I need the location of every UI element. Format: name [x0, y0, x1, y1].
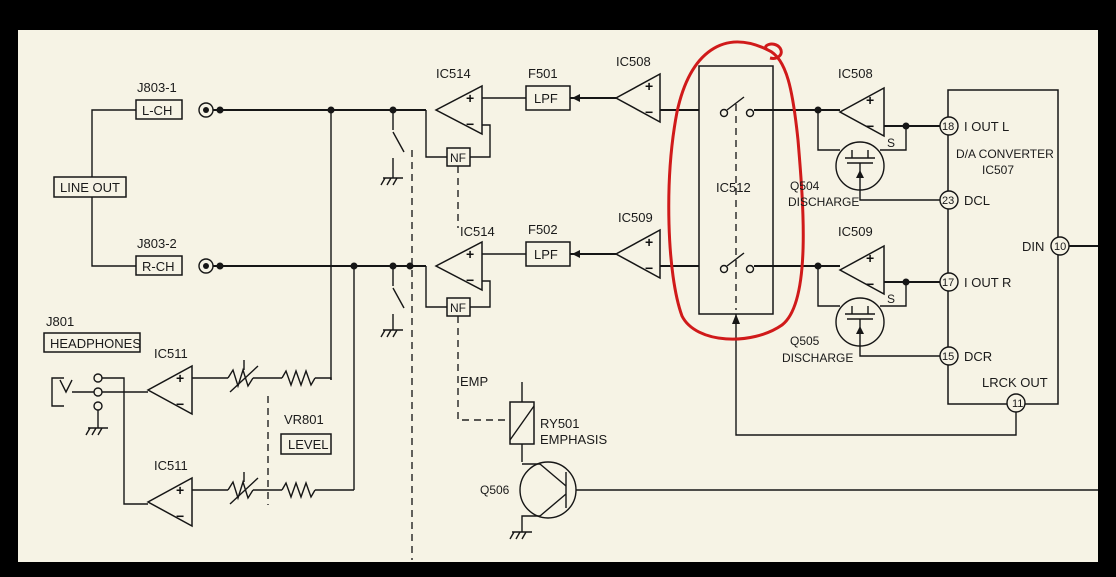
s-label-top: S: [887, 136, 895, 150]
nf-label-top: NF: [450, 151, 466, 165]
mute-switch-bottom: [380, 266, 405, 338]
ic511-top-amp: IC511 + −: [146, 346, 193, 416]
svg-text:+: +: [645, 234, 653, 250]
svg-text:+: +: [645, 78, 653, 94]
f501-lpf: F501 LPF: [525, 66, 571, 111]
ic509-right-label: IC509: [838, 224, 873, 239]
s-label-bottom: S: [887, 292, 895, 306]
svg-text:−: −: [466, 116, 474, 132]
red-highlight-circle: [667, 40, 805, 341]
f501-lpf-text: LPF: [534, 91, 558, 106]
dac-ic507: D/A CONVERTER IC507 18 I OUT L 23 DCL 17…: [939, 89, 1070, 413]
ic511-top-label: IC511: [154, 346, 188, 361]
q505-discharge-label: DISCHARGE: [782, 351, 853, 365]
ic508-right-label: IC508: [838, 66, 873, 81]
vr801-label: VR801: [284, 412, 324, 427]
dcr-label: DCR: [964, 349, 992, 364]
ic511-bottom-amp: IC511 + −: [146, 458, 193, 528]
q505-label: Q505: [790, 334, 820, 348]
f501-label: F501: [528, 66, 558, 81]
svg-text:−: −: [645, 260, 653, 276]
svg-text:17: 17: [942, 277, 954, 289]
svg-text:−: −: [866, 276, 874, 292]
emphasis-label: EMPHASIS: [540, 432, 608, 447]
ic514-bottom-label: IC514: [460, 224, 495, 239]
q504-fet: [835, 141, 885, 191]
j803-1-label: J803-1: [137, 80, 177, 95]
svg-text:+: +: [866, 92, 874, 108]
f502-label: F502: [528, 222, 558, 237]
emp-label: EMP: [460, 374, 488, 389]
r-ch-label: R-CH: [142, 259, 175, 274]
ic508-left-amp: IC508 + −: [614, 54, 661, 124]
svg-text:−: −: [176, 396, 184, 412]
ry501-relay: RY501 EMPHASIS: [509, 382, 608, 462]
svg-text:−: −: [645, 104, 653, 120]
ic514-bottom-amp: IC514 + −: [425, 224, 526, 308]
lrck-out-label: LRCK OUT: [982, 375, 1048, 390]
dcl-label: DCL: [964, 193, 990, 208]
ic509-left-label: IC509: [618, 210, 653, 225]
f502-lpf-text: LPF: [534, 247, 558, 262]
svg-text:+: +: [176, 482, 184, 498]
headphones-section: J801 HEADPHONES: [43, 314, 148, 505]
svg-text:+: +: [466, 90, 474, 106]
ic512-label: IC512: [716, 180, 751, 195]
headphones-label: HEADPHONES: [50, 336, 141, 351]
line-out-label: LINE OUT: [60, 180, 120, 195]
svg-text:23: 23: [942, 195, 954, 207]
ic509-left-amp: IC509 + −: [614, 210, 661, 280]
svg-text:−: −: [466, 272, 474, 288]
svg-text:+: +: [466, 246, 474, 262]
ic509-right-amp: IC509 + −: [838, 224, 885, 296]
ry501-label: RY501: [540, 416, 580, 431]
ic514-top-amp: IC514 + −: [425, 66, 526, 158]
line-out-box: [53, 176, 127, 198]
q506-transistor: Q506: [480, 461, 577, 540]
j801-label: J801: [46, 314, 74, 329]
svg-text:+: +: [176, 370, 184, 386]
din-label: DIN: [1022, 239, 1044, 254]
mute-switch-top: [380, 110, 405, 186]
svg-text:18: 18: [942, 121, 954, 133]
svg-text:11: 11: [1012, 398, 1023, 410]
q504-discharge-label: DISCHARGE: [788, 195, 859, 209]
nf-label-bottom: NF: [450, 301, 466, 315]
level-box: [280, 433, 332, 455]
q506-label: Q506: [480, 483, 510, 497]
q504-label: Q504: [790, 179, 820, 193]
level-label: LEVEL: [288, 437, 328, 452]
ic514-top-label: IC514: [436, 66, 471, 81]
dac-ic-label: IC507: [982, 163, 1014, 177]
j803-2-label: J803-2: [137, 236, 177, 251]
ic508-left-label: IC508: [616, 54, 651, 69]
svg-text:15: 15: [942, 351, 954, 363]
dac-title: D/A CONVERTER: [956, 147, 1054, 161]
f502-lpf: F502 LPF: [525, 222, 571, 267]
ic511-bottom-label: IC511: [154, 458, 188, 473]
l-ch-label: L-CH: [142, 103, 172, 118]
q505-fet: [835, 297, 885, 347]
svg-text:10: 10: [1054, 241, 1066, 253]
svg-text:+: +: [866, 250, 874, 266]
iout-l-label: I OUT L: [964, 119, 1009, 134]
headphones-box: [43, 332, 141, 353]
ic512-switch: IC512: [698, 65, 774, 315]
ic508-right-amp: IC508 + −: [838, 66, 885, 138]
iout-r-label: I OUT R: [964, 275, 1011, 290]
svg-text:−: −: [866, 118, 874, 134]
svg-text:−: −: [176, 508, 184, 524]
line-out-section: J803-1 L-CH J803-2 R-CH LINE OUT: [53, 80, 214, 276]
